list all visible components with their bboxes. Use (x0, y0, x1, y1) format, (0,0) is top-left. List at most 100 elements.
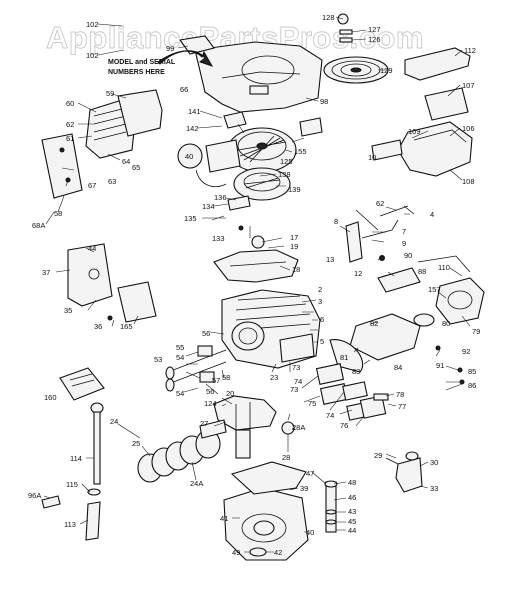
label-88: 88 (418, 267, 426, 276)
crankshaft (213, 395, 277, 459)
label-4: 4 (430, 210, 434, 219)
label-27: 27 (200, 419, 208, 428)
governor-linkage (345, 205, 415, 263)
label-54b: 54 (176, 389, 184, 398)
label-110: 110 (438, 263, 450, 272)
label-3: 3 (318, 297, 322, 306)
label-109: 109 (408, 127, 421, 136)
label-59: 59 (106, 89, 114, 98)
dipstick (41, 402, 104, 541)
label-36: 36 (94, 322, 102, 331)
label-29: 29 (374, 451, 382, 460)
label-57: 57 (212, 376, 220, 385)
label-40: 40 (185, 152, 193, 161)
sump-base (223, 461, 309, 561)
valves (165, 345, 227, 392)
label-124: 124 (204, 399, 217, 408)
label-134: 134 (202, 202, 215, 211)
label-67: 67 (88, 181, 96, 190)
label-135: 135 (184, 214, 197, 223)
label-80: 80 (442, 319, 450, 328)
piston-rings (137, 429, 221, 483)
label-91: 91 (436, 361, 444, 370)
label-17: 17 (290, 233, 298, 242)
mounting-bracket (67, 243, 157, 323)
label-106: 106 (462, 124, 475, 133)
governor-shaft (324, 480, 338, 533)
label-37: 37 (42, 268, 50, 277)
label-9: 9 (402, 239, 406, 248)
note-line-2: NUMBERS HERE (108, 69, 165, 76)
label-86: 86 (468, 381, 476, 390)
label-40b: 40 (306, 528, 314, 537)
label-136: 136 (214, 193, 227, 202)
label-84: 84 (394, 363, 402, 372)
leader-lines (43, 16, 471, 553)
label-141: 141 (188, 107, 201, 116)
label-108: 108 (462, 177, 475, 186)
label-68a: 68A (32, 221, 45, 230)
label-128: 128 (322, 13, 335, 22)
label-41: 41 (220, 514, 228, 523)
label-25: 25 (132, 439, 140, 448)
label-47: 47 (306, 469, 314, 478)
label-74a: 74 (294, 377, 302, 386)
label-98: 98 (320, 97, 328, 106)
connecting-rod (199, 419, 295, 439)
label-112: 112 (464, 46, 476, 55)
label-18: 18 (292, 265, 300, 274)
oil-fill-tube (385, 451, 423, 493)
label-60: 60 (66, 99, 74, 108)
label-75: 75 (308, 399, 316, 408)
air-baffle (213, 249, 299, 283)
label-49: 49 (232, 548, 240, 557)
label-62: 62 (66, 120, 74, 129)
label-24: 24 (110, 417, 118, 426)
label-127: 127 (368, 25, 381, 34)
label-79: 79 (472, 327, 480, 336)
label-77: 77 (398, 402, 406, 411)
label-19: 19 (290, 242, 298, 251)
label-126: 126 (368, 35, 381, 44)
label-10: 10 (368, 153, 376, 162)
label-99: 99 (166, 44, 174, 53)
label-133: 133 (212, 234, 225, 243)
label-78: 78 (396, 390, 404, 399)
label-96a: 96A (28, 491, 41, 500)
carburetor (377, 255, 485, 327)
label-56: 56 (202, 329, 210, 338)
label-58b: 58 (222, 373, 230, 382)
label-55: 55 (176, 343, 184, 352)
label-42: 42 (274, 548, 282, 557)
label-157: 157 (428, 285, 441, 294)
model-serial-note: MODEL and SERIAL NUMBERS HERE (108, 50, 214, 76)
label-8: 8 (334, 217, 338, 226)
label-28a: 28A (292, 423, 305, 432)
label-64: 64 (122, 157, 130, 166)
flywheel (223, 111, 323, 173)
label-28: 28 (282, 453, 290, 462)
label-12: 12 (354, 269, 362, 278)
label-107: 107 (462, 81, 475, 90)
label-58: 58 (54, 209, 62, 218)
label-5: 5 (320, 337, 324, 346)
label-115: 115 (66, 480, 78, 489)
label-23: 23 (270, 373, 278, 382)
label-43: 43 (348, 507, 356, 516)
label-142: 142 (186, 124, 199, 133)
label-102a: 102 (86, 20, 99, 29)
label-2: 2 (318, 285, 322, 294)
blower-housing (179, 35, 323, 113)
note-line-1: MODEL and SERIAL (108, 59, 176, 66)
label-83: 83 (352, 367, 360, 376)
label-30: 30 (430, 458, 438, 467)
label-65: 65 (132, 163, 140, 172)
label-138: 138 (278, 170, 291, 179)
label-155: 155 (294, 147, 307, 156)
fuel-tank-assembly (371, 47, 473, 177)
engine-block (221, 289, 321, 369)
label-139: 139 (288, 185, 301, 194)
label-62b: 62 (376, 199, 384, 208)
oil-label (59, 367, 105, 401)
